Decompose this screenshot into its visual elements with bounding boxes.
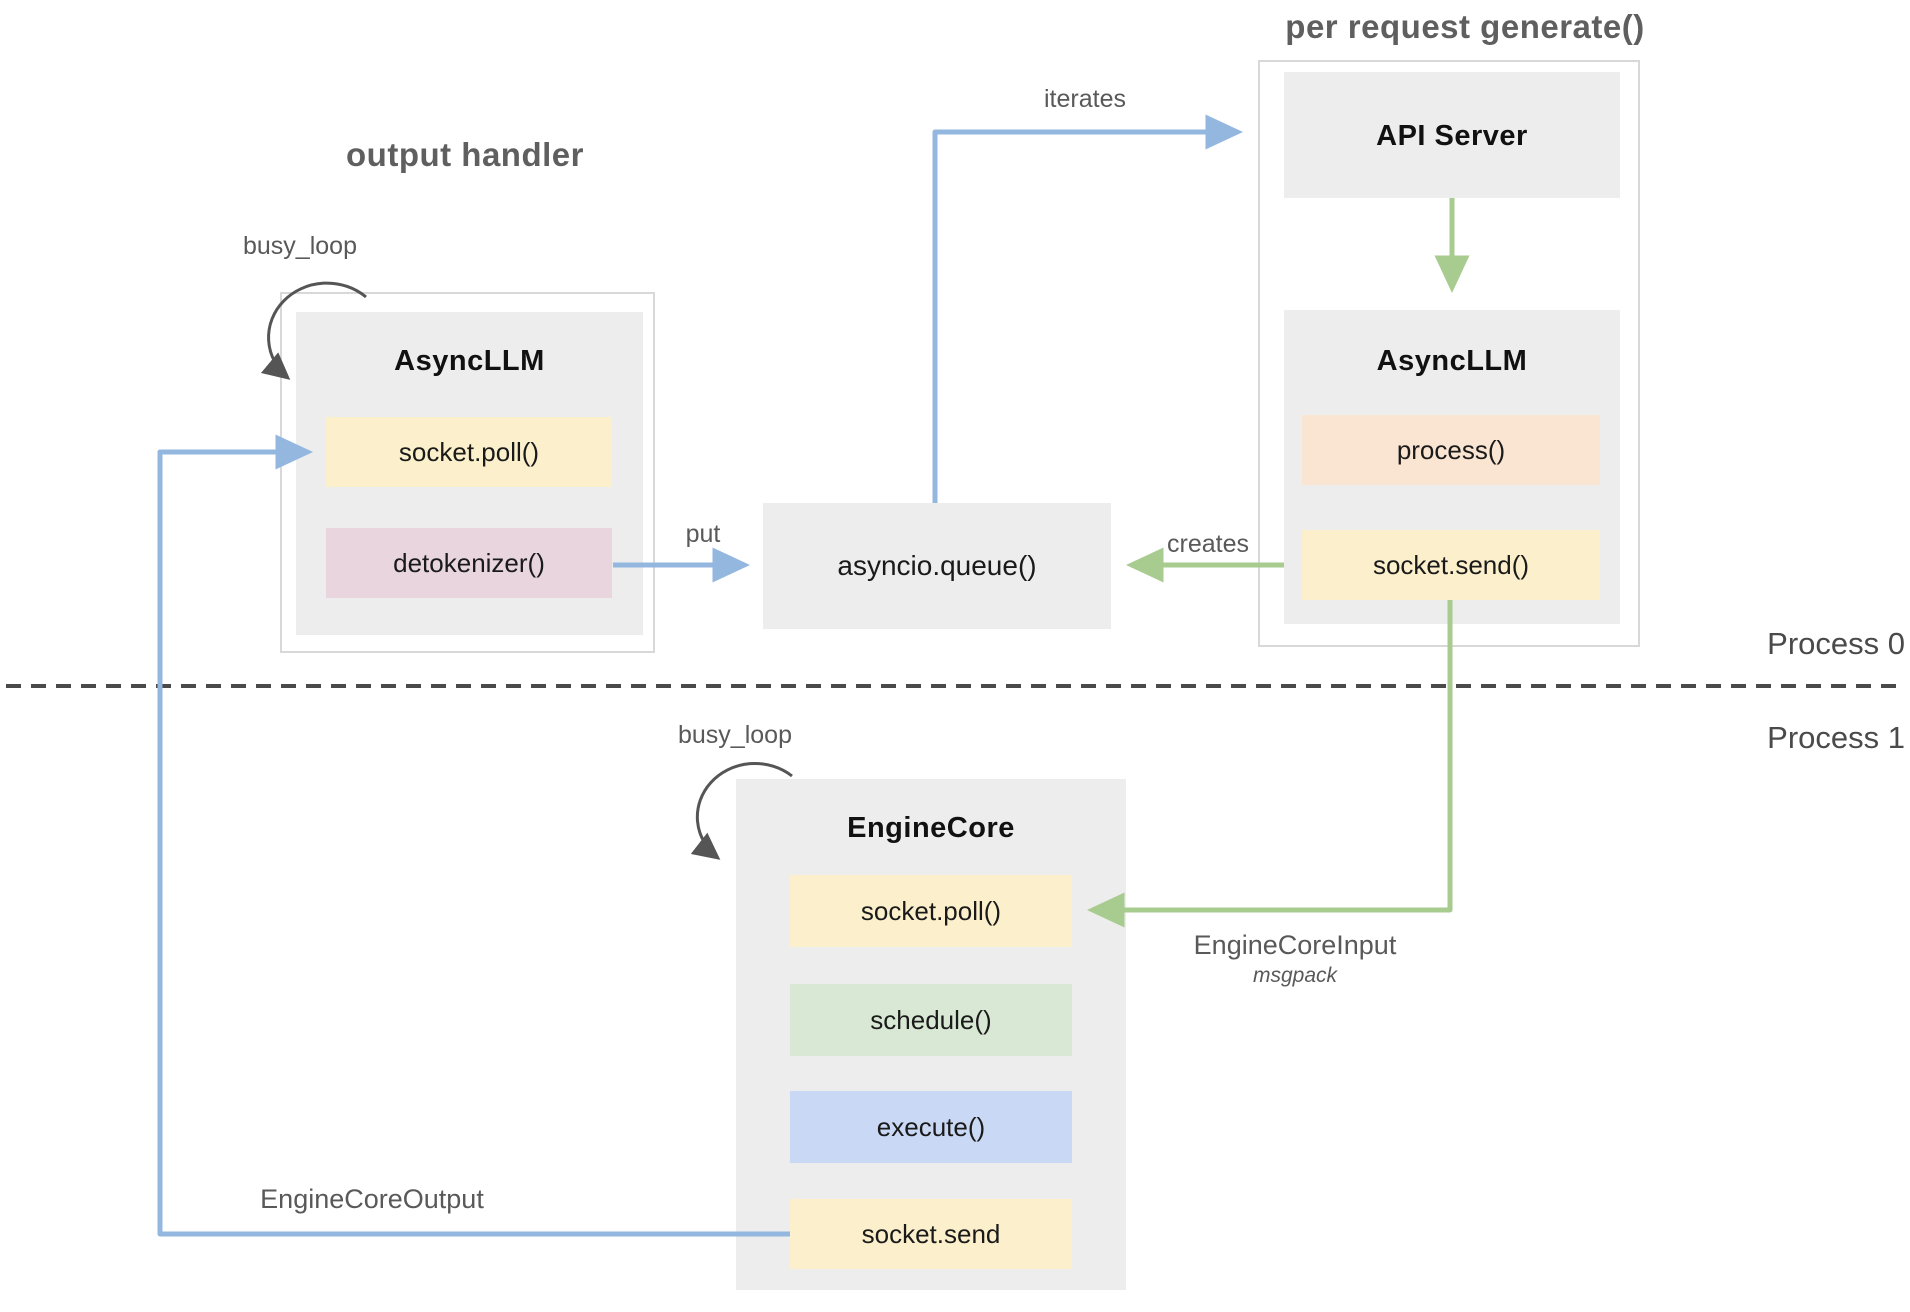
busy-loop-label-bottom: busy_loop <box>678 721 792 749</box>
msgpack-label: msgpack <box>1252 964 1338 987</box>
engine-core-title: EngineCore <box>847 812 1015 844</box>
process-1-label: Process 1 <box>1767 720 1905 755</box>
asyncllm-left-socket-poll: socket.poll() <box>326 417 612 487</box>
iterates-arrow <box>932 114 1243 503</box>
api-server-title: API Server <box>1376 120 1528 152</box>
per-request-generate-title: per request generate() <box>1285 8 1645 45</box>
output-handler-title: output handler <box>346 136 584 173</box>
api-server-box <box>1284 72 1620 198</box>
engine-core-socket-send: socket.send <box>790 1199 1072 1269</box>
engine-core-schedule: schedule() <box>790 984 1072 1056</box>
iterates-label: iterates <box>1044 85 1126 113</box>
busy-loop-label-top: busy_loop <box>243 232 357 260</box>
asyncllm-right-socket-send: socket.send() <box>1302 530 1600 600</box>
asyncllm-left-detokenizer: detokenizer() <box>326 528 612 598</box>
asyncllm-right-process: process() <box>1302 415 1600 485</box>
asyncllm-left-title: AsyncLLM <box>394 345 545 377</box>
engine-core-input-label: EngineCoreInput <box>1193 930 1397 960</box>
process-0-label: Process 0 <box>1767 626 1905 661</box>
engine-core-output-label: EngineCoreOutput <box>260 1184 484 1214</box>
engine-core-socket-poll: socket.poll() <box>790 875 1072 947</box>
asyncio-queue-box: asyncio.queue() <box>763 503 1111 629</box>
put-label: put <box>685 520 721 548</box>
creates-label: creates <box>1167 530 1249 558</box>
asyncllm-right-title: AsyncLLM <box>1376 345 1528 377</box>
engine-core-execute: execute() <box>790 1091 1072 1163</box>
